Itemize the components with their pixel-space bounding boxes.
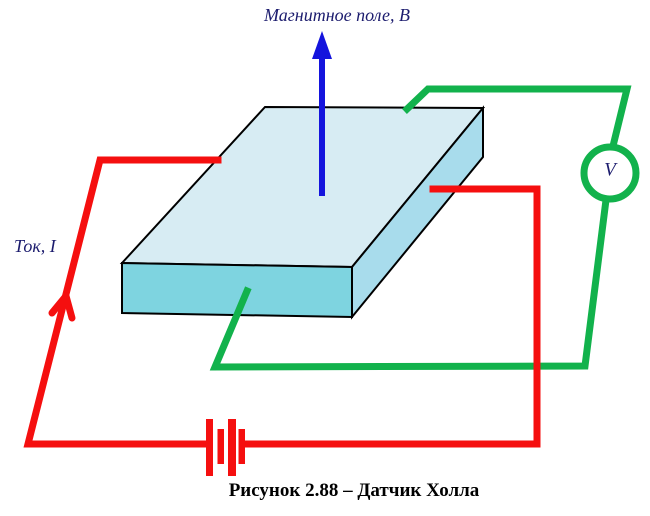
magnetic-field-label: Магнитное поле, В xyxy=(264,5,410,25)
battery-plate-short-1 xyxy=(217,429,224,464)
voltmeter-label: V xyxy=(604,159,616,181)
current-circuit xyxy=(23,156,541,476)
figure-caption: Рисунок 2.88 – Датчик Холла xyxy=(228,480,480,501)
green-wire-top xyxy=(402,85,632,151)
red-wire-right xyxy=(244,185,541,448)
green-wire-bottom xyxy=(209,196,610,371)
battery-plate-long-1 xyxy=(206,419,213,476)
battery-plate-long-2 xyxy=(228,419,236,476)
current-arrow-icon xyxy=(48,292,76,322)
voltmeter-circuit xyxy=(209,85,640,371)
semiconductor-slab xyxy=(119,105,486,320)
current-label: Ток, I xyxy=(14,236,56,256)
battery-plate-short-2 xyxy=(238,429,245,464)
field-arrow-shaft xyxy=(319,54,325,196)
voltmeter-icon xyxy=(580,143,640,203)
slab-front-face xyxy=(121,261,353,319)
magnetic-field-arrow-icon xyxy=(312,31,332,196)
battery-icon xyxy=(206,419,245,476)
field-arrow-head xyxy=(312,31,332,59)
